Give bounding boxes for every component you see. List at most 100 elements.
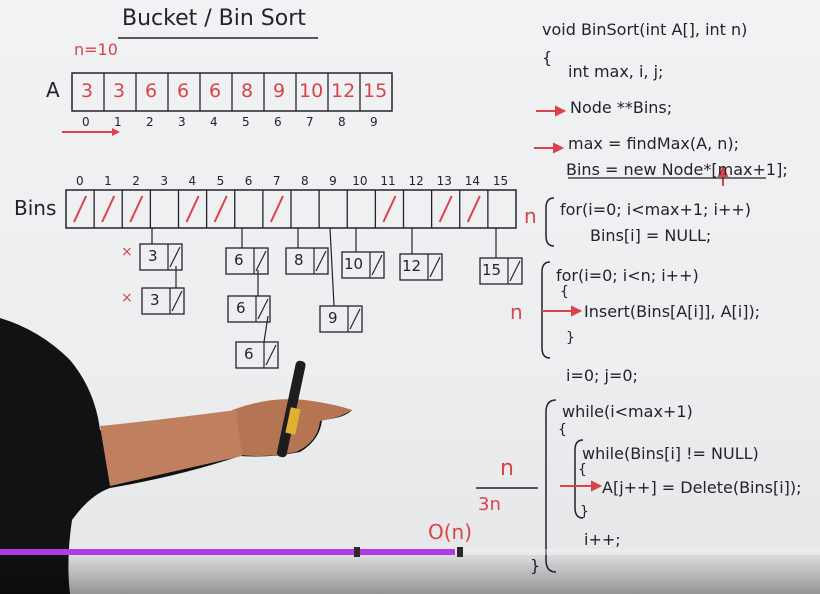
- code-brace: {: [560, 284, 569, 300]
- code-brace: }: [530, 556, 540, 575]
- code-insert: Insert(Bins[A[i]], A[i]);: [584, 302, 761, 321]
- bin-index-label: 0: [76, 174, 84, 188]
- null-slash: [269, 195, 284, 223]
- array-index-label: 5: [242, 115, 250, 129]
- array-index-arrowhead: [112, 128, 120, 136]
- array-cell-value: 12: [331, 80, 356, 102]
- node-value: 8: [294, 251, 304, 269]
- bins-label: Bins: [14, 196, 57, 220]
- presenter: [0, 318, 352, 594]
- node-box: [285, 247, 329, 275]
- node-box: [479, 257, 523, 285]
- node-value: 9: [328, 309, 338, 327]
- bin-index-label: 4: [188, 174, 197, 188]
- null-slash: [185, 195, 200, 223]
- array-name-label: A: [46, 78, 60, 102]
- bin-index-label: 11: [380, 174, 396, 188]
- bin-index-label: 2: [132, 174, 140, 188]
- complexity-total: O(n): [428, 520, 473, 544]
- cross-mark: ×: [121, 244, 133, 260]
- code-find-max: max = findMax(A, n);: [568, 134, 740, 153]
- array-cell-value: 10: [299, 80, 324, 102]
- array-index-label: 4: [210, 115, 218, 129]
- code-signature: void BinSort(int A[], int n): [542, 20, 748, 39]
- code-for-init: for(i=0; i<max+1; i++): [560, 200, 752, 219]
- array-a: [71, 72, 393, 112]
- code-brace: {: [558, 422, 567, 438]
- node-value: 12: [402, 257, 422, 275]
- node-link-arrow: [263, 315, 269, 343]
- bin-index-label: 15: [492, 174, 509, 188]
- array-cell-value: 3: [81, 80, 94, 102]
- node-value: 3: [148, 247, 158, 265]
- video-controls-overlay: [0, 548, 820, 594]
- code-brackets: [541, 197, 584, 573]
- null-slash: [382, 195, 397, 223]
- array-index-label: 6: [274, 115, 282, 129]
- array-cell-value: 6: [145, 80, 158, 102]
- bin-index-label: 13: [436, 174, 452, 188]
- bin-index-label: 14: [464, 174, 481, 188]
- code-init-ij: i=0; j=0;: [566, 366, 638, 385]
- node-value: 3: [150, 291, 160, 309]
- bin-index-label: 12: [408, 174, 424, 188]
- code-decl: int max, i, j;: [568, 62, 664, 81]
- code-for-init-body: Bins[i] = NULL;: [590, 226, 712, 245]
- array-cell-value: 6: [209, 80, 222, 102]
- null-slash: [466, 195, 481, 223]
- chapter-marker[interactable]: [354, 547, 361, 557]
- bin-nodes: [139, 227, 523, 369]
- bin-index-label: 8: [301, 174, 309, 188]
- chapter-marker[interactable]: [456, 547, 463, 557]
- progress-bar[interactable]: [0, 547, 820, 557]
- array-cell-value: 9: [273, 80, 286, 102]
- node-box: [141, 287, 185, 315]
- array-cell-value: 6: [177, 80, 190, 102]
- null-slash: [101, 195, 116, 223]
- array-cell-value: 3: [113, 80, 126, 102]
- code-bins-decl: Node **Bins;: [570, 98, 673, 117]
- node-value: 10: [344, 255, 364, 273]
- complexity-n-annotation: n: [510, 300, 523, 324]
- n-value-label: n=10: [74, 40, 118, 59]
- null-slash: [438, 195, 453, 223]
- cross-mark: ×: [121, 290, 133, 306]
- array-index-label: 2: [146, 115, 154, 129]
- node-box: [235, 341, 279, 369]
- array-index-label: 0: [82, 115, 90, 129]
- node-box: [399, 253, 443, 281]
- bins-array: [65, 189, 517, 229]
- complexity-n-annotation: n: [524, 204, 537, 228]
- node-box: [341, 251, 385, 279]
- array-index-label: 9: [370, 115, 378, 129]
- code-for-insert: for(i=0; i<n; i++): [556, 266, 699, 285]
- null-slash: [129, 195, 144, 223]
- array-cell-value: 15: [363, 80, 388, 102]
- code-while-outer: while(i<max+1): [562, 402, 693, 421]
- board-title: Bucket / Bin Sort: [122, 6, 306, 31]
- array-index-label: 3: [178, 115, 186, 129]
- array-index-label: 7: [306, 115, 314, 129]
- bin-index-label: 3: [160, 174, 169, 188]
- code-brace: {: [578, 462, 587, 478]
- node-value: 15: [482, 261, 502, 279]
- code-brace: {: [542, 48, 553, 67]
- null-slash: [213, 195, 228, 223]
- code-brace: }: [580, 504, 589, 520]
- bin-index-label: 7: [272, 174, 281, 188]
- node-box: [139, 243, 183, 271]
- progress-fill: [0, 549, 456, 555]
- bin-index-label: 5: [216, 174, 225, 188]
- code-increment: i++;: [584, 530, 621, 549]
- node-value: 6: [244, 345, 254, 363]
- complexity-n-annotation: n: [500, 456, 514, 481]
- code-red-arrows: [534, 105, 729, 492]
- bin-index-label: 1: [104, 174, 112, 188]
- bin-index-label: 9: [329, 174, 337, 188]
- code-assign: A[j++] = Delete(Bins[i]);: [602, 478, 802, 497]
- code-brace: }: [566, 330, 575, 346]
- null-slash: [73, 195, 88, 223]
- node-box: [225, 247, 269, 275]
